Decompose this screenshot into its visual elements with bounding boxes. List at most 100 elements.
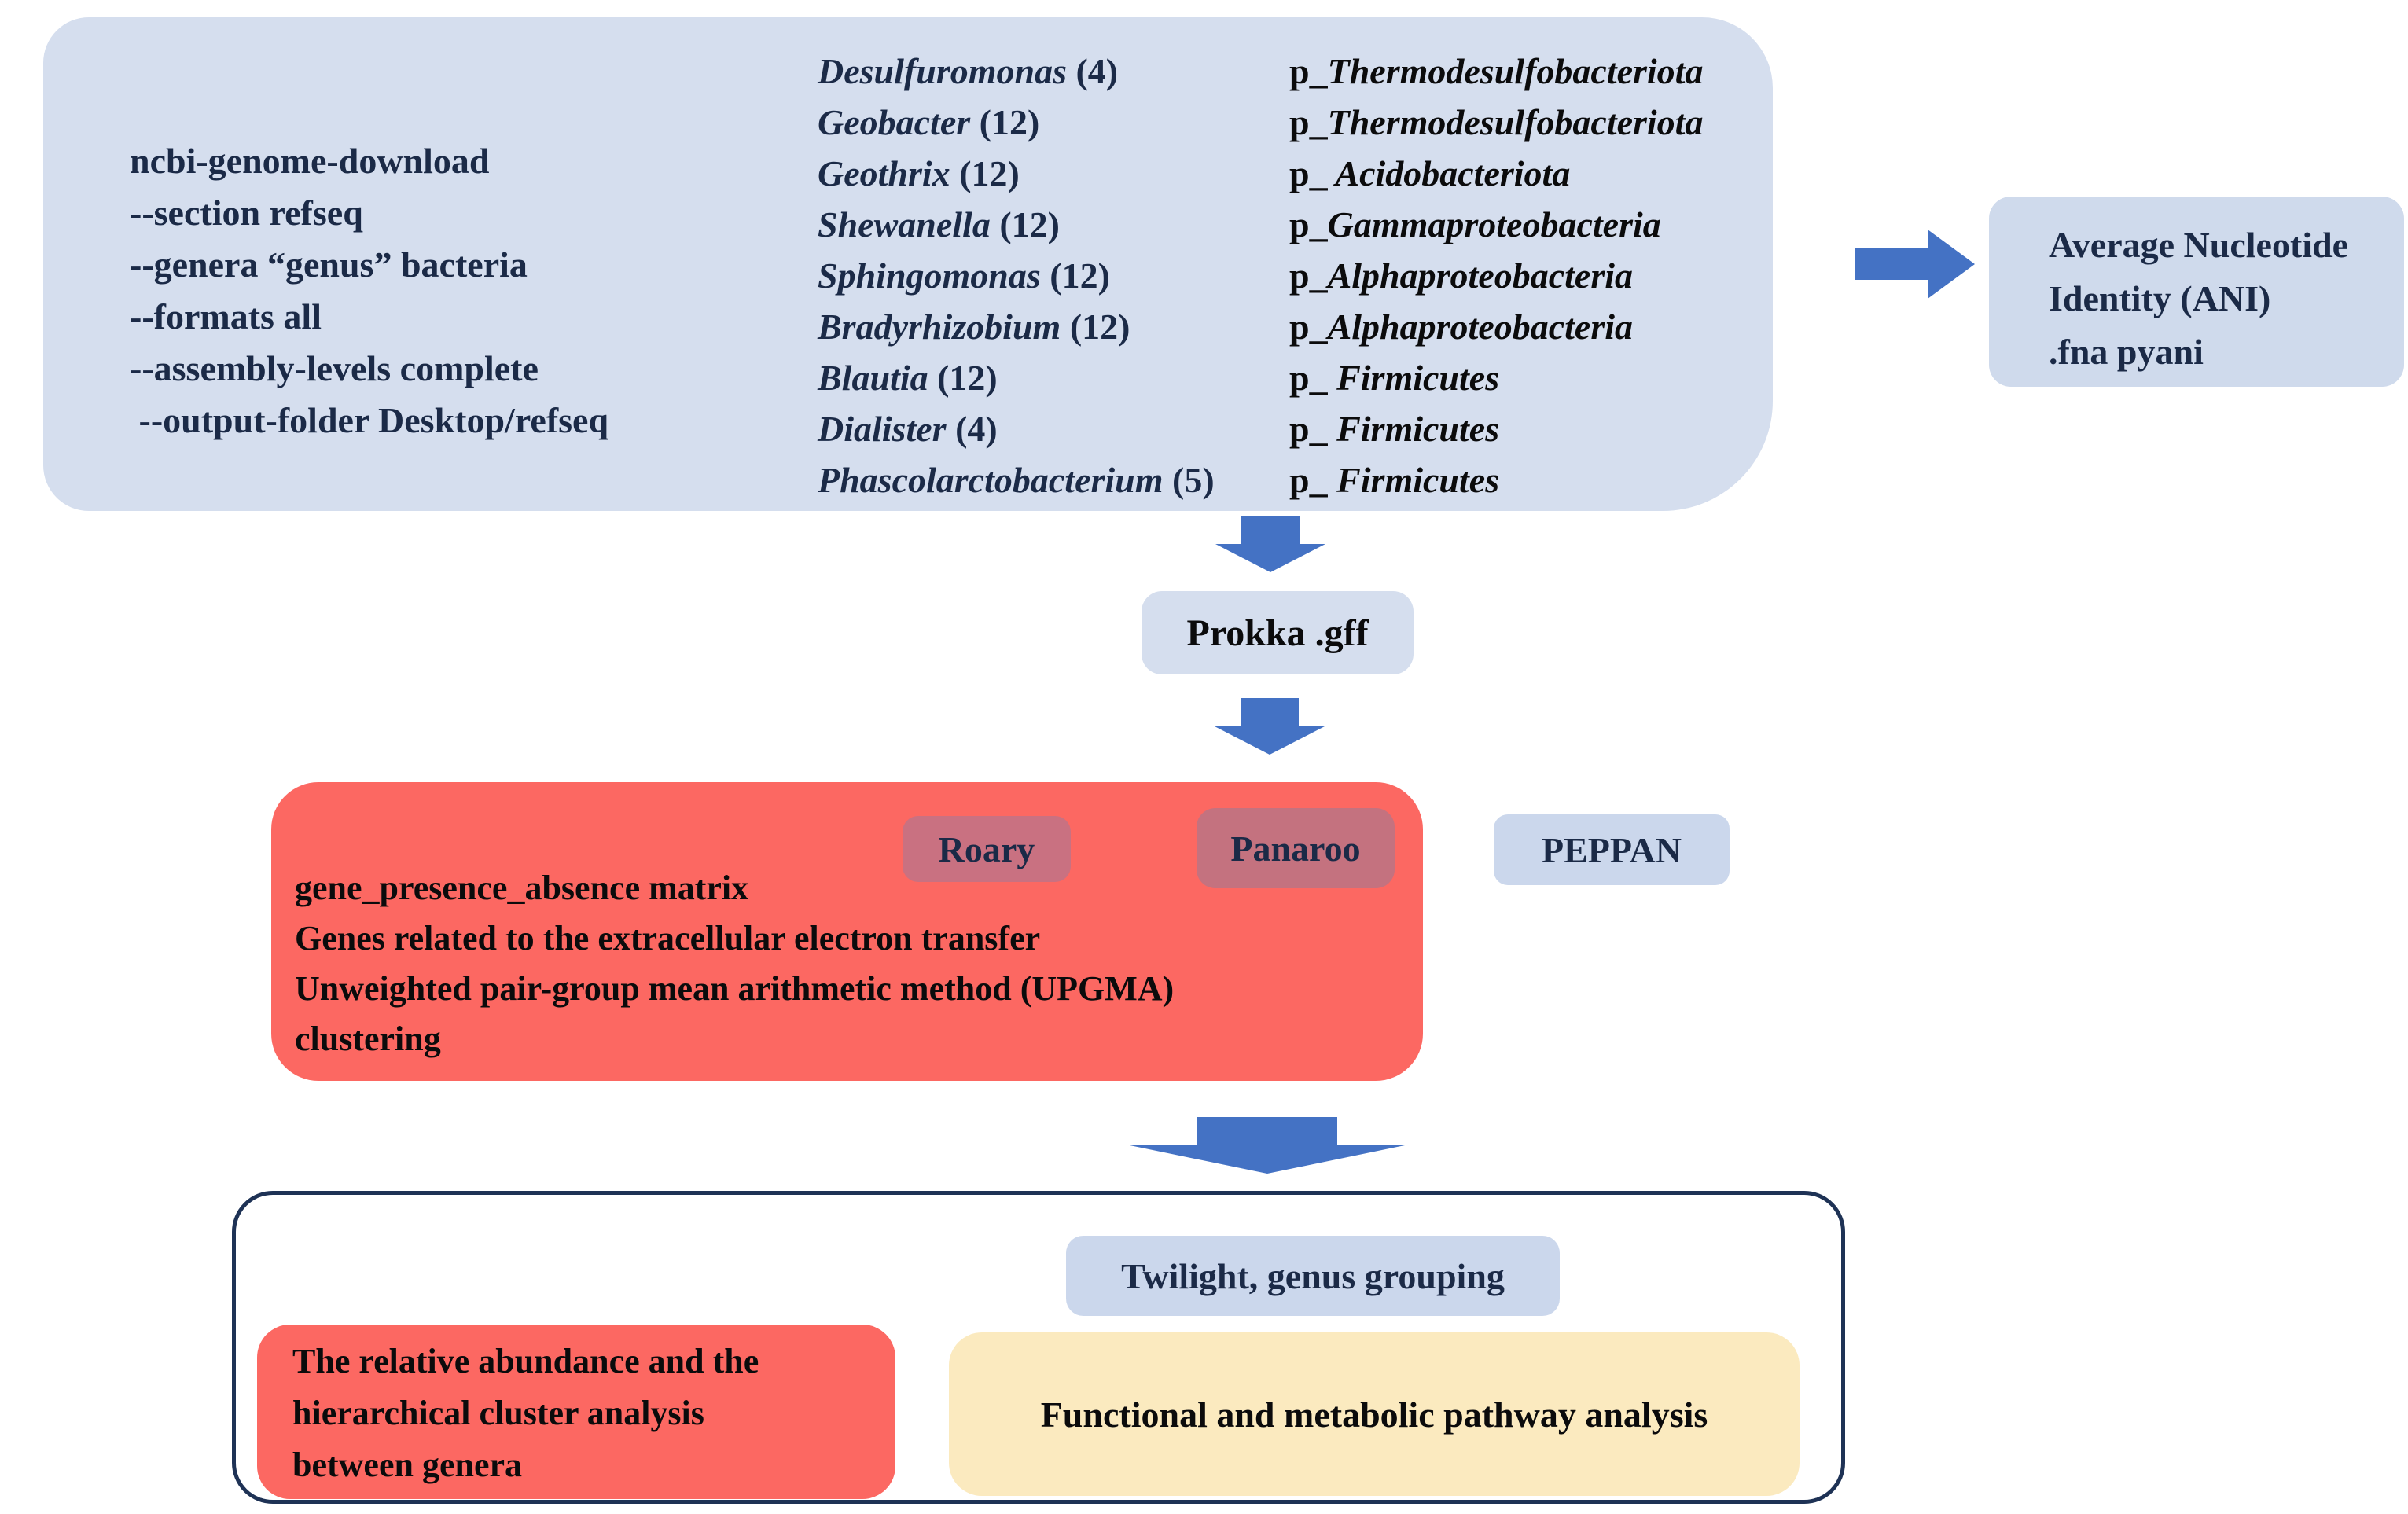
- phylum-name: Firmicutes: [1327, 358, 1500, 398]
- arrow-down-icon: [1215, 698, 1325, 755]
- genome-count: (12): [928, 358, 998, 398]
- phylum-cell: p_ Acidobacteriota: [1289, 148, 1570, 200]
- abundance-line: between genera: [292, 1446, 523, 1484]
- command-line: --formats all: [130, 296, 322, 336]
- phylum-prefix: p_: [1289, 102, 1328, 142]
- pangenome-line: clustering: [295, 1020, 441, 1058]
- phylum-name: Alphaproteobacteria: [1327, 307, 1634, 347]
- prokka-label: Prokka .gff: [1186, 612, 1369, 654]
- ani-box: Average Nucleotide Identity (ANI) .fna p…: [1989, 197, 2404, 387]
- phylum-cell: p_ Firmicutes: [1289, 352, 1499, 404]
- abundance-box: The relative abundance and the hierarchi…: [257, 1325, 895, 1499]
- genus-name: Sphingomonas: [818, 255, 1041, 296]
- peppan-label: PEPPAN: [1541, 829, 1682, 870]
- genome-count: (5): [1163, 460, 1215, 500]
- phylum-cell: p_Thermodesulfobacteriota: [1289, 97, 1703, 149]
- pangenome-line: Genes related to the extracellular elect…: [295, 919, 1041, 957]
- phylum-prefix: p_: [1289, 307, 1328, 347]
- genus-row: Phascolarctobacterium (5) p_ Firmicutes: [818, 454, 1499, 506]
- phylum-cell: p_Thermodesulfobacteriota: [1289, 46, 1703, 97]
- genus-name-cell: Desulfuromonas (4): [818, 46, 1289, 97]
- phylum-prefix: p_: [1289, 358, 1328, 398]
- genome-count: (12): [990, 204, 1060, 244]
- twilight-chip: Twilight, genus grouping: [1066, 1236, 1560, 1316]
- abundance-line: hierarchical cluster analysis: [292, 1394, 704, 1432]
- phylum-cell: p_ Firmicutes: [1289, 403, 1499, 455]
- pangenome-line: gene_presence_absence matrix: [295, 869, 749, 907]
- phylum-name: Gammaproteobacteria: [1327, 204, 1661, 244]
- phylum-prefix: p_: [1289, 51, 1328, 91]
- pangenome-line: Unweighted pair-group mean arithmetic me…: [295, 969, 1175, 1008]
- genus-name: Blautia: [818, 358, 928, 398]
- ncbi-command-block: ncbi-genome-download --section refseq --…: [130, 135, 608, 446]
- pangenome-text-block: gene_presence_absence matrix Genes relat…: [295, 863, 1174, 1064]
- genus-name-cell: Geothrix (12): [818, 148, 1289, 200]
- genus-name-cell: Sphingomonas (12): [818, 250, 1289, 302]
- genus-name: Bradyrhizobium: [818, 307, 1061, 347]
- genus-row: Bradyrhizobium (12) p_Alphaproteobacteri…: [818, 301, 1633, 353]
- phylum-cell: p_ Firmicutes: [1289, 454, 1499, 506]
- phylum-name: Firmicutes: [1327, 460, 1500, 500]
- phylum-name: Firmicutes: [1327, 409, 1500, 449]
- genus-name-cell: Blautia (12): [818, 352, 1289, 404]
- genome-count: (4): [946, 409, 998, 449]
- genus-row: Dialister (4) p_ Firmicutes: [818, 403, 1499, 455]
- phylum-name: Alphaproteobacteria: [1327, 255, 1634, 296]
- genome-count: (12): [970, 102, 1040, 142]
- command-line: --genera “genus” bacteria: [130, 244, 528, 285]
- phylum-cell: p_Alphaproteobacteria: [1289, 250, 1633, 302]
- phylum-name: Acidobacteriota: [1327, 153, 1571, 193]
- genus-name: Geothrix: [818, 153, 950, 193]
- genus-row: Sphingomonas (12) p_Alphaproteobacteria: [818, 250, 1633, 302]
- arrow-down-big-icon: [1130, 1117, 1405, 1174]
- twilight-label: Twilight, genus grouping: [1121, 1255, 1505, 1296]
- command-line: --section refseq: [130, 193, 363, 233]
- genus-name-cell: Dialister (4): [818, 403, 1289, 455]
- phylum-prefix: p_: [1289, 153, 1328, 193]
- panaroo-label: Panaroo: [1230, 828, 1361, 869]
- genus-name: Dialister: [818, 409, 947, 449]
- genus-name-cell: Phascolarctobacterium (5): [818, 454, 1289, 506]
- phylum-prefix: p_: [1289, 409, 1328, 449]
- roary-chip: Roary: [903, 816, 1071, 882]
- command-line: ncbi-genome-download: [130, 141, 490, 181]
- functional-label: Functional and metabolic pathway analysi…: [1040, 1394, 1708, 1435]
- genus-name: Geobacter: [818, 102, 971, 142]
- ani-line: Average Nucleotide: [2049, 225, 2349, 265]
- genus-name: Shewanella: [818, 204, 991, 244]
- phylum-name: Thermodesulfobacteriota: [1327, 102, 1704, 142]
- roary-label: Roary: [938, 829, 1035, 869]
- ncbi-download-panel: ncbi-genome-download --section refseq --…: [43, 17, 1773, 511]
- genus-row: Shewanella (12) p_Gammaproteobacteria: [818, 199, 1661, 251]
- phylum-cell: p_Alphaproteobacteria: [1289, 301, 1633, 353]
- phylum-prefix: p_: [1289, 460, 1328, 500]
- arrow-down-icon: [1215, 516, 1325, 572]
- abundance-line: The relative abundance and the: [292, 1342, 759, 1380]
- ani-line: .fna pyani: [2049, 332, 2204, 372]
- genome-count: (4): [1066, 51, 1119, 91]
- genus-name-cell: Geobacter (12): [818, 97, 1289, 149]
- genus-name-cell: Bradyrhizobium (12): [818, 301, 1289, 353]
- genome-count: (12): [1040, 255, 1110, 296]
- genus-row: Desulfuromonas (4) p_Thermodesulfobacter…: [818, 46, 1703, 97]
- genome-count: (12): [1061, 307, 1130, 347]
- phylum-cell: p_Gammaproteobacteria: [1289, 199, 1661, 251]
- genus-name-cell: Shewanella (12): [818, 199, 1289, 251]
- arrow-right-icon: [1855, 230, 1975, 299]
- ani-line: Identity (ANI): [2049, 278, 2271, 318]
- genus-row: Geothrix (12) p_ Acidobacteriota: [818, 148, 1570, 200]
- functional-box: Functional and metabolic pathway analysi…: [949, 1332, 1800, 1496]
- prokka-box: Prokka .gff: [1142, 591, 1414, 674]
- peppan-chip: PEPPAN: [1494, 814, 1730, 885]
- genus-name: Phascolarctobacterium: [818, 460, 1164, 500]
- genus-name: Desulfuromonas: [818, 51, 1067, 91]
- command-line: --output-folder Desktop/refseq: [130, 400, 609, 440]
- genus-row: Blautia (12) p_ Firmicutes: [818, 352, 1499, 404]
- genome-count: (12): [950, 153, 1020, 193]
- phylum-prefix: p_: [1289, 204, 1328, 244]
- command-line: --assembly-levels complete: [130, 348, 539, 388]
- phylum-name: Thermodesulfobacteriota: [1327, 51, 1704, 91]
- panaroo-chip: Panaroo: [1197, 808, 1395, 888]
- genus-row: Geobacter (12) p_Thermodesulfobacteriota: [818, 97, 1703, 149]
